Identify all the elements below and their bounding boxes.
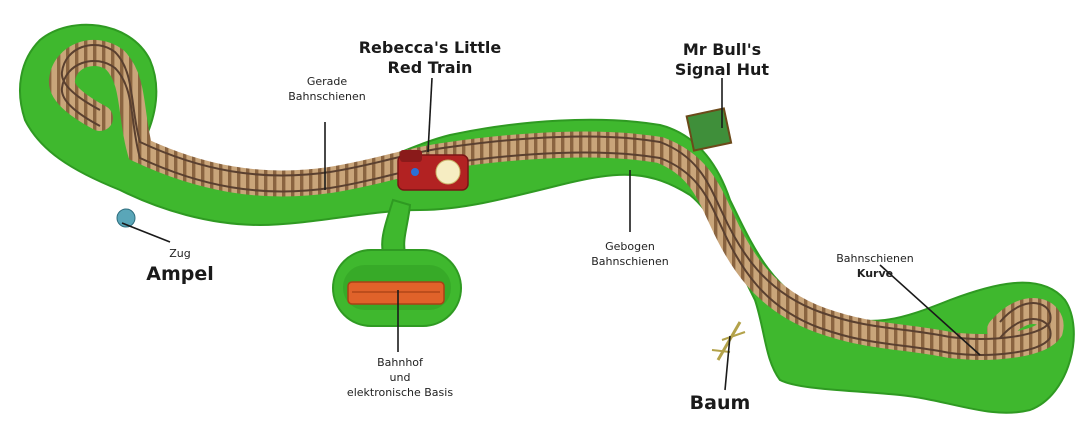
label-signal-hut: Mr Bull's Signal Hut xyxy=(674,40,770,79)
track xyxy=(49,40,1064,360)
label-signal: Zug Ampel xyxy=(146,247,214,285)
label-station: Bahnhof und elektronische Basis xyxy=(346,356,454,399)
train xyxy=(397,150,469,191)
traffic-light-icon xyxy=(116,208,136,228)
station-platform xyxy=(347,281,445,305)
label-straight-tracks: Gerade Bahnschienen xyxy=(288,75,366,103)
label-train: Rebecca's Little Red Train xyxy=(358,38,502,77)
signal-hut xyxy=(685,107,733,152)
station-base xyxy=(332,198,462,327)
leader-lines xyxy=(121,77,981,391)
label-curve: Bahnschienen Kurve xyxy=(836,252,914,280)
label-tree: Baum xyxy=(689,392,751,414)
grass-base xyxy=(19,23,1075,414)
label-curved-tracks: Gebogen Bahnschienen xyxy=(591,240,669,268)
